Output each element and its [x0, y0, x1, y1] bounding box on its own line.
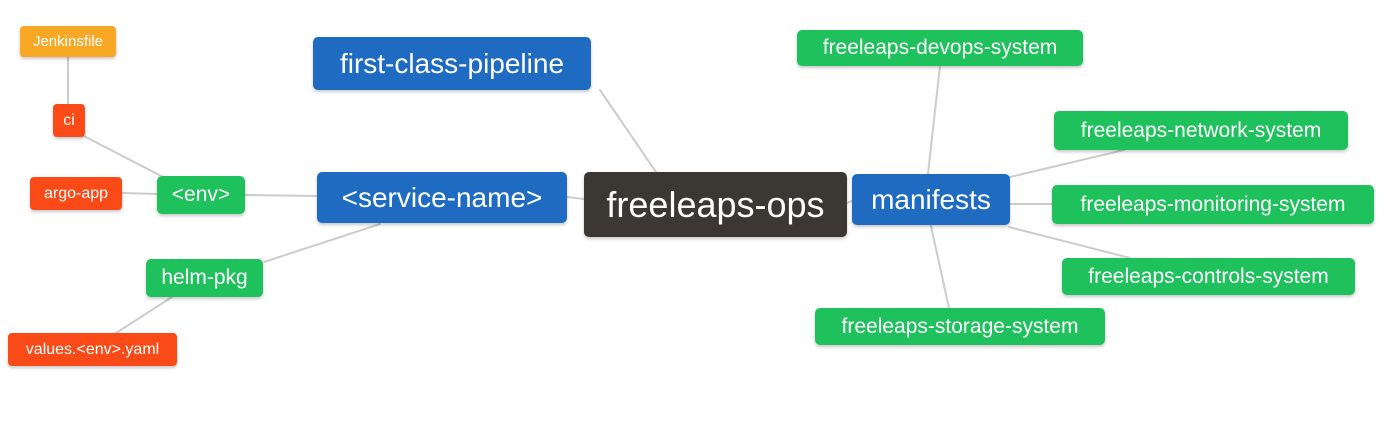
- mindmap-node-helm-pkg[interactable]: helm-pkg: [146, 259, 263, 297]
- mindmap-node-argo-app[interactable]: argo-app: [30, 177, 122, 210]
- edge-manifests-to-controls: [1008, 226, 1131, 259]
- edge-service-name-to-helm-pkg: [263, 223, 381, 263]
- edge-argo-app-to-env: [121, 192, 158, 195]
- mindmap-node-freeleaps-controls-system[interactable]: freeleaps-controls-system: [1062, 258, 1355, 295]
- mindmap-node-values-env-yaml[interactable]: values.<env>.yaml: [8, 333, 177, 366]
- edge-manifests-to-network: [1009, 149, 1125, 178]
- mindmap-node-env[interactable]: <env>: [157, 176, 245, 214]
- mindmap-node-freeleaps-storage-system[interactable]: freeleaps-storage-system: [815, 308, 1105, 345]
- mindmap-node-freeleaps-devops-system[interactable]: freeleaps-devops-system: [797, 30, 1083, 66]
- edge-manifests-to-devops: [927, 65, 941, 175]
- edge-service-name-to-root: [566, 196, 585, 200]
- mindmap-node-jenkinsfile[interactable]: Jenkinsfile: [20, 26, 116, 57]
- edge-ci-to-env: [81, 134, 166, 179]
- mindmap-node-freeleaps-monitoring-system[interactable]: freeleaps-monitoring-system: [1052, 185, 1374, 224]
- mindmap-node-freeleaps-network-system[interactable]: freeleaps-network-system: [1054, 111, 1348, 150]
- mindmap-root-node-freeleaps-ops[interactable]: freeleaps-ops: [584, 172, 847, 237]
- edge-manifests-to-storage: [930, 225, 950, 309]
- edge-env-to-service-name: [244, 194, 318, 197]
- mindmap-node-first-class-pipeline[interactable]: first-class-pipeline: [313, 37, 591, 90]
- edge-helm-pkg-to-values-yaml: [115, 296, 173, 334]
- edge-root-to-manifests: [846, 200, 853, 204]
- edge-first-class-pipeline-to-root: [599, 89, 657, 173]
- mindmap-node-ci[interactable]: ci: [53, 104, 85, 137]
- mindmap-node-service-name[interactable]: <service-name>: [317, 172, 567, 223]
- mindmap-node-manifests[interactable]: manifests: [852, 174, 1010, 225]
